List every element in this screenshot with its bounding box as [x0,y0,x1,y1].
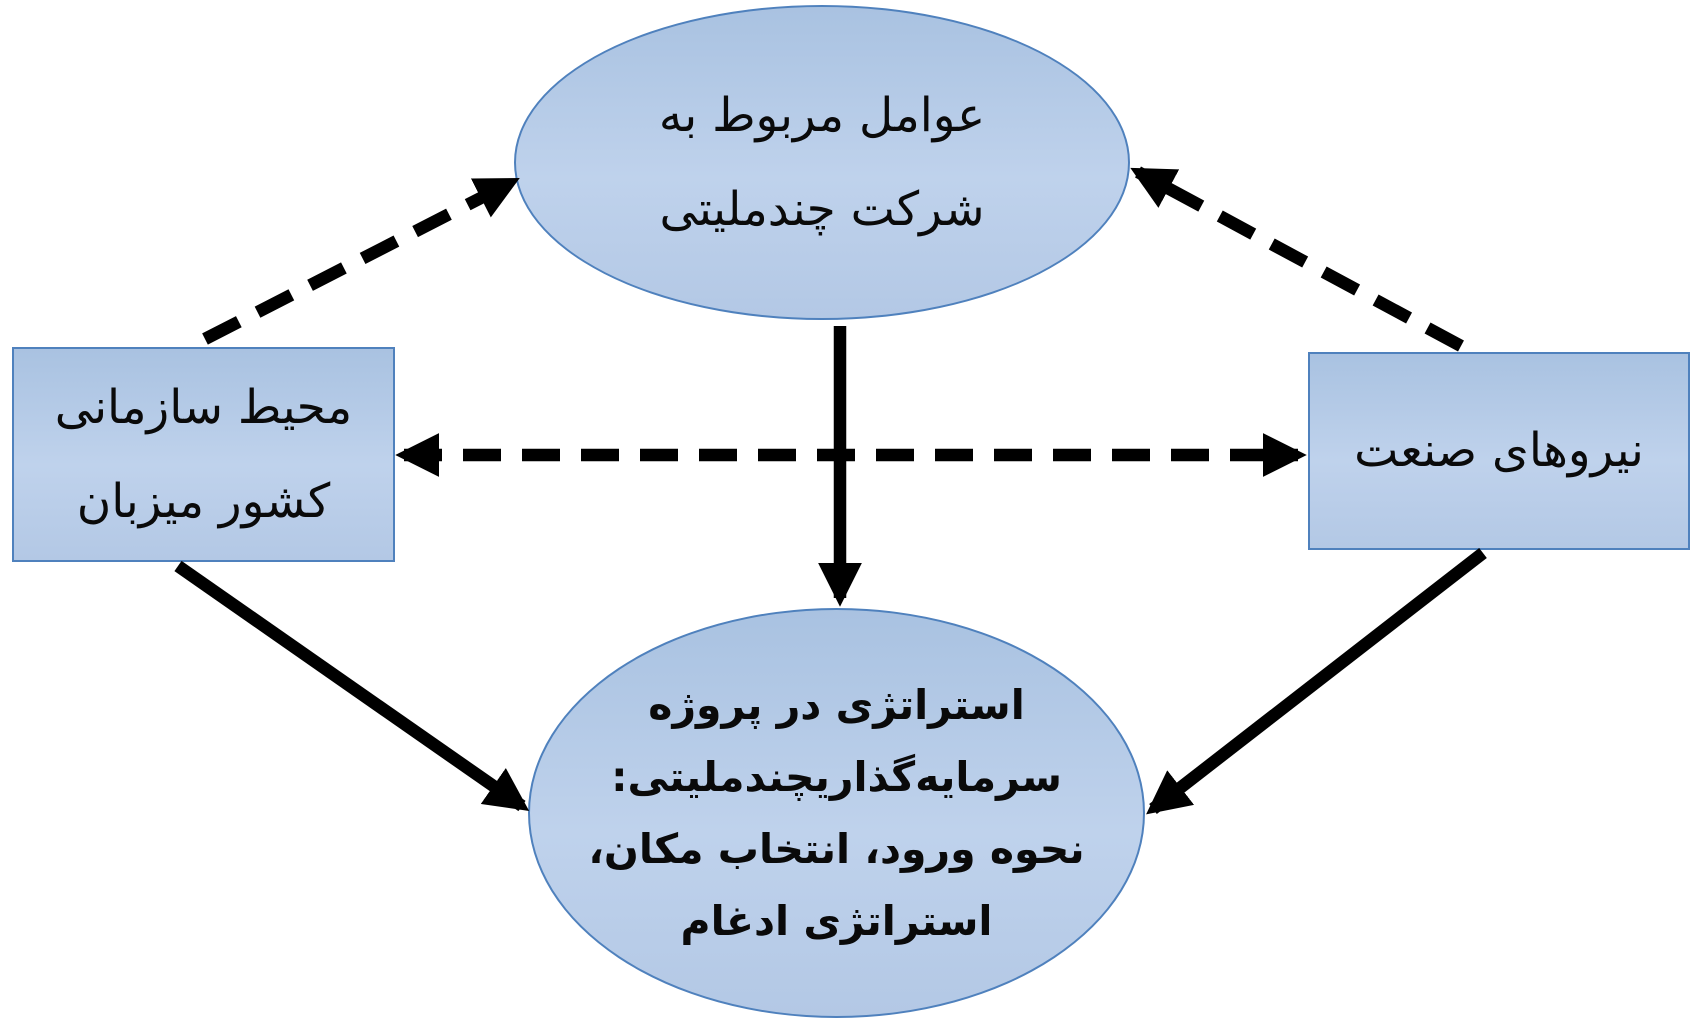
node-text-line: نیروهای صنعت [1354,423,1644,478]
node-text-line: سرمایه‌گذاریچندملیتی: [611,753,1062,801]
node-text-line: استراتژی در پروژه [648,681,1025,729]
node-text-line: محیط سازمانی [54,379,353,435]
node-host-country-environment: محیط سازمانی کشور میزبان [12,347,395,562]
node-text-line: عوامل مربوط به [658,87,986,143]
solid-arrow-right-rect-to-bottom-ellipse [1146,548,1487,815]
dashed-arrow-right-rect-to-top-ellipse [1130,166,1464,352]
node-industry-forces: نیروهای صنعت [1308,352,1690,550]
node-text-line: شرکت چندملیتی [659,181,985,237]
node-text-line: نحوه ورود، انتخاب مکان، [588,825,1085,873]
solid-arrow-left-rect-to-bottom-ellipse [174,560,530,812]
node-multinational-company-factors: عوامل مربوط به شرکت چندملیتی [514,5,1130,320]
node-text-line: کشور میزبان [76,473,331,529]
node-investment-project-strategy: استراتژی در پروژه سرمایه‌گذاریچندملیتی: … [528,608,1145,1018]
dashed-arrow-left-rect-to-top-ellipse [202,176,520,345]
node-text-line: استراتژی ادغام [680,897,993,945]
